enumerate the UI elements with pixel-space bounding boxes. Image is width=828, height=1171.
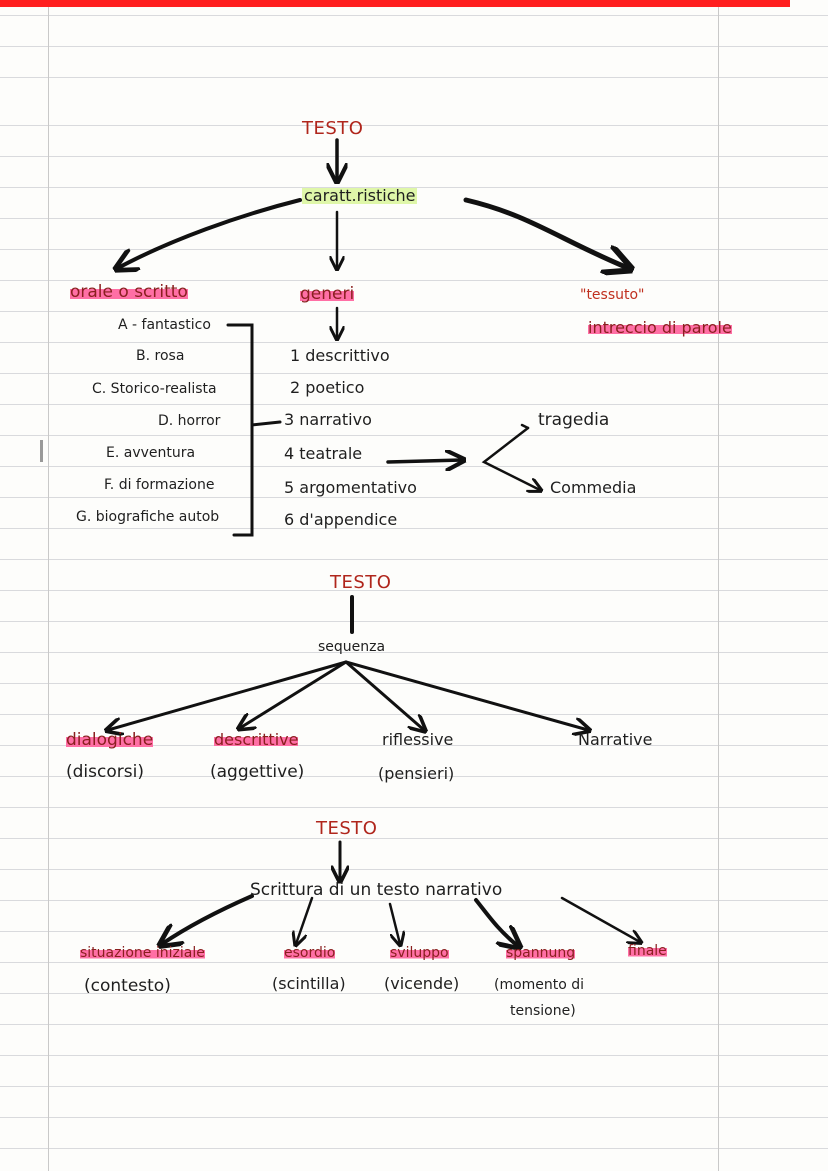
fork-tragedia-commedia xyxy=(481,426,540,490)
phase-spannung: spannung xyxy=(506,945,576,961)
diagram3-center-node: Scrittura di un testo narrativo xyxy=(250,880,503,900)
phase-esordio: esordio xyxy=(284,945,336,961)
right-margin-line xyxy=(718,7,719,1171)
arrow-to-spannung xyxy=(474,898,518,946)
sequence-riflessive: riflessive xyxy=(382,730,454,749)
arrow-to-esordio xyxy=(296,896,314,944)
type-item-4: 4 teatrale xyxy=(284,444,363,463)
arrow-to-riflessive xyxy=(344,660,424,730)
arrow-to-tessuto xyxy=(463,197,628,268)
phase-situazione-iniziale: situazione iniziale xyxy=(80,945,205,961)
phase-sviluppo-note: (vicende) xyxy=(384,974,460,993)
diagram1-left-label: orale o scritto xyxy=(70,282,188,302)
arrow-to-situazione xyxy=(162,894,254,944)
genre-item-f: F. di formazione xyxy=(104,477,215,493)
sequence-descrittive: descrittive xyxy=(214,730,299,749)
phase-spannung-note-2: tensione) xyxy=(510,1003,576,1019)
page-top-red-line xyxy=(0,0,790,7)
theatre-branch-tragedia: tragedia xyxy=(538,410,610,430)
sequence-riflessive-note: (pensieri) xyxy=(378,764,455,783)
arrow-to-narrative xyxy=(344,660,588,730)
type-item-1: 1 descrittivo xyxy=(290,346,390,365)
diagram1-title: TESTO xyxy=(302,118,364,139)
arrow-to-sviluppo xyxy=(388,902,400,944)
left-margin-line xyxy=(48,7,49,1171)
bracket-left-list xyxy=(226,323,282,537)
genre-item-a: A - fantastico xyxy=(118,317,211,333)
diagram1-right-quote: "tessuto" xyxy=(580,287,645,303)
sequence-dialogiche-note: (discorsi) xyxy=(66,762,144,782)
phase-spannung-note: (momento di xyxy=(494,977,585,993)
phase-finale: finale xyxy=(628,943,667,959)
diagram1-center-node: caratt.ristiche xyxy=(302,186,418,205)
theatre-branch-commedia: Commedia xyxy=(550,478,637,497)
type-item-6: 6 d'appendice xyxy=(284,510,398,529)
arrow-to-descrittive xyxy=(240,660,348,728)
arrow-to-dialogiche xyxy=(108,660,348,730)
type-item-2: 2 poetico xyxy=(290,378,365,397)
diagram3-title: TESTO xyxy=(316,818,378,839)
arrow-to-finale xyxy=(560,896,640,942)
genre-item-e: E. avventura xyxy=(106,445,196,461)
diagram2-center-node: sequenza xyxy=(318,639,386,655)
genre-item-b: B. rosa xyxy=(136,348,185,364)
phase-situazione-note: (contesto) xyxy=(84,976,171,996)
sequence-narrative: Narrative xyxy=(578,730,653,749)
genre-item-c: C. Storico-realista xyxy=(92,381,217,397)
sequence-descrittive-note: (aggettive) xyxy=(210,762,305,782)
arrow-teatrale xyxy=(386,460,462,462)
type-item-5: 5 argomentativo xyxy=(284,478,417,497)
type-item-3: 3 narrativo xyxy=(284,410,372,429)
genre-item-d: D. horror xyxy=(158,413,221,429)
diagram1-middle-label: generi xyxy=(300,284,355,304)
phase-sviluppo: sviluppo xyxy=(390,945,449,961)
arrow-to-orale-scritto xyxy=(118,198,302,268)
binder-mark xyxy=(40,440,43,462)
sequence-dialogiche: dialogiche xyxy=(66,730,154,750)
genre-item-g: G. biografiche autob xyxy=(76,509,220,525)
phase-esordio-note: (scintilla) xyxy=(272,974,346,993)
diagram1-right-label: intreccio di parole xyxy=(588,318,732,337)
diagram2-title: TESTO xyxy=(330,572,392,593)
